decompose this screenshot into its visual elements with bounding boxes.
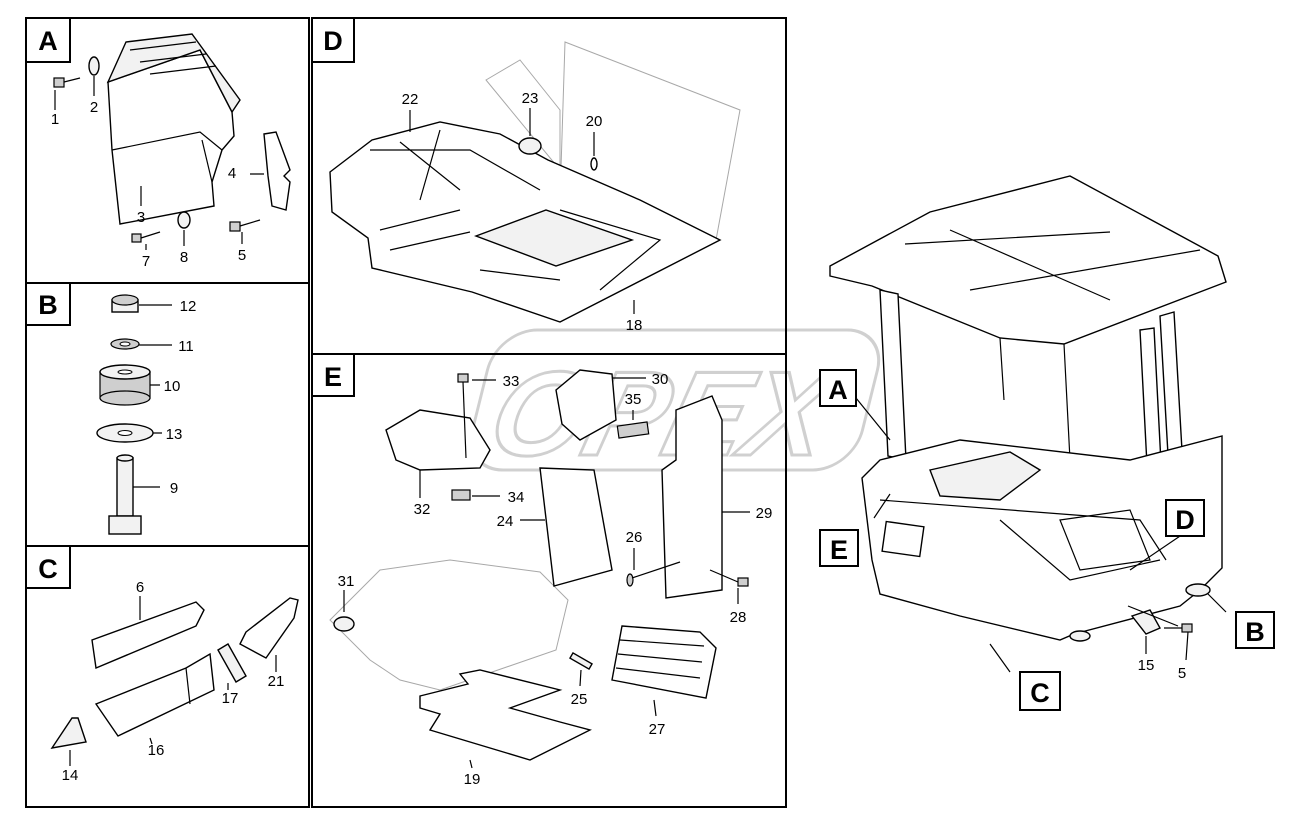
callout-32: 32 [414, 501, 431, 518]
callout-23: 23 [522, 90, 539, 107]
pin-26 [626, 561, 681, 587]
callout-1: 1 [51, 111, 59, 128]
callout-21: 21 [268, 673, 285, 690]
panel-d: D 22 23 20 18 [311, 17, 787, 355]
callout-15: 15 [1138, 657, 1155, 674]
callout-30: 30 [652, 371, 669, 388]
callout-6: 6 [136, 579, 144, 596]
tag-d-letter: D [1175, 505, 1195, 535]
panel-b-letter: B [38, 290, 58, 320]
housing-part [106, 33, 241, 225]
floor-mat-19 [419, 669, 592, 761]
callout-9: 9 [170, 480, 178, 497]
bolt-33 [457, 373, 469, 459]
tag-c: C [1019, 671, 1061, 711]
cap-12 [111, 294, 139, 313]
callout-33: 33 [503, 373, 520, 390]
seat-shell-32 [385, 409, 491, 471]
tag-e: E [819, 529, 859, 567]
floor-plate-18 [329, 121, 722, 323]
panel-c-letter: C [38, 554, 58, 584]
callout-14: 14 [62, 767, 79, 784]
cabin-overview: 15 5 A E D B C [819, 175, 1275, 711]
rod-25 [569, 651, 593, 671]
panel-d-letter: D [323, 26, 343, 56]
callout-5b: 5 [1178, 665, 1186, 682]
callout-28: 28 [730, 609, 747, 626]
tag-e-letter: E [830, 535, 848, 565]
pillar-cover-29 [661, 395, 723, 599]
washer-8 [177, 211, 191, 229]
callout-22: 22 [402, 91, 419, 108]
tag-d: D [1165, 499, 1205, 537]
cover-30 [555, 369, 617, 441]
callout-12: 12 [180, 298, 197, 315]
callout-2: 2 [90, 99, 98, 116]
plug-20 [590, 157, 598, 171]
panel-a: A 1 2 3 4 5 7 8 [25, 17, 310, 284]
callout-29: 29 [756, 505, 773, 522]
callout-5: 5 [238, 247, 246, 264]
callout-24: 24 [497, 513, 514, 530]
tag-b: B [1235, 611, 1275, 649]
clip-31 [333, 616, 355, 632]
clip-14 [50, 717, 87, 749]
grille-35 [616, 421, 650, 439]
strip-17 [217, 643, 247, 683]
washer-2 [88, 56, 100, 76]
callout-20: 20 [586, 113, 603, 130]
callout-4: 4 [228, 165, 236, 182]
callout-10: 10 [164, 378, 181, 395]
callout-26: 26 [626, 529, 643, 546]
screw-7 [131, 231, 161, 243]
panel-a-letter: A [38, 26, 58, 56]
tag-b-letter: B [1245, 617, 1265, 647]
callout-25: 25 [571, 691, 588, 708]
callout-13: 13 [166, 426, 183, 443]
tag-a: A [819, 369, 857, 407]
callout-11: 11 [178, 338, 194, 355]
callout-31: 31 [338, 573, 355, 590]
panel-c: C 6 21 17 16 14 [25, 545, 310, 808]
panel-e-letter: E [324, 362, 342, 392]
callout-16: 16 [148, 742, 165, 759]
callout-17: 17 [222, 690, 239, 707]
callout-8: 8 [180, 249, 188, 266]
opex-watermark: OPEX [469, 328, 881, 482]
tag-a-letter: A [828, 375, 848, 405]
nut-34 [451, 489, 471, 501]
grommet-23 [518, 137, 542, 155]
bolt-9 [108, 454, 142, 535]
screw-28 [709, 569, 749, 587]
callout-7: 7 [142, 253, 150, 270]
panel-b: B 12 11 10 13 9 [25, 282, 310, 547]
bellows-27 [611, 625, 717, 699]
trim-panel-24 [539, 467, 613, 587]
watermark-text: OPEX [478, 347, 851, 481]
callout-34: 34 [508, 489, 525, 506]
rubber-mount-10 [99, 364, 151, 406]
callout-19: 19 [464, 771, 481, 788]
panel-e: E [311, 353, 787, 808]
bolt-5b [1164, 623, 1193, 633]
bracket-21 [239, 597, 299, 659]
callout-18: 18 [626, 317, 643, 334]
tag-c-letter: C [1030, 678, 1050, 708]
duct-16 [94, 652, 215, 737]
callout-27: 27 [649, 721, 666, 738]
plate-6 [91, 601, 205, 669]
screw-1 [53, 77, 81, 88]
callout-3: 3 [137, 209, 145, 226]
screw-5a [229, 219, 261, 232]
callout-35: 35 [625, 391, 642, 408]
bracket-part [263, 131, 291, 211]
